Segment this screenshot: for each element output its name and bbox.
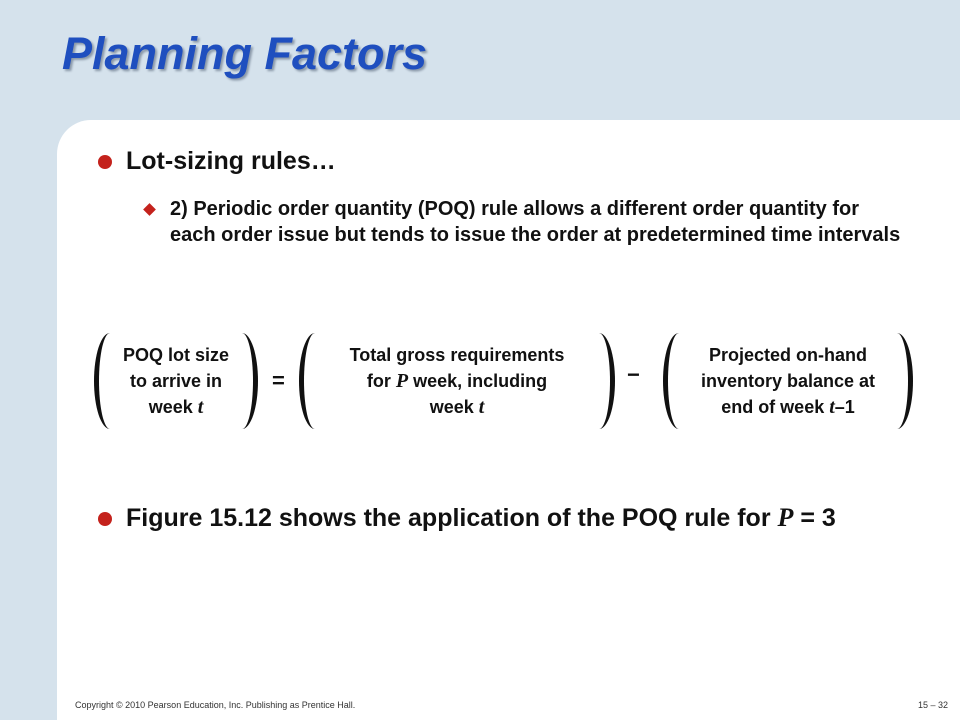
copyright-footer: Copyright © 2010 Pearson Education, Inc.… xyxy=(75,700,356,710)
bullet-lot-sizing: Lot-sizing rules… xyxy=(126,147,336,175)
formula-projected-on-hand: Projected on-hand inventory balance at e… xyxy=(700,345,876,418)
equals-sign: = xyxy=(272,368,285,393)
formula-lhs: POQ lot size to arrive in week t xyxy=(122,345,230,418)
bracket-term1 xyxy=(299,333,615,429)
minus-sign: − xyxy=(627,362,640,387)
bullet-dot xyxy=(98,155,112,169)
slide-title: Planning Factors xyxy=(62,28,428,79)
page-number: 15 – 32 xyxy=(917,700,948,710)
bracket-lhs xyxy=(94,333,258,429)
content-panel xyxy=(57,120,960,720)
formula-total-gross: Total gross requirements for P week, inc… xyxy=(349,345,565,418)
bullet-dot xyxy=(98,512,112,526)
bullet-figure-reference: Figure 15.12 shows the application of th… xyxy=(126,503,836,532)
sub-bullet-poq-rule: 2) Periodic order quantity (POQ) rule al… xyxy=(170,198,901,246)
bracket-term2 xyxy=(663,333,913,429)
